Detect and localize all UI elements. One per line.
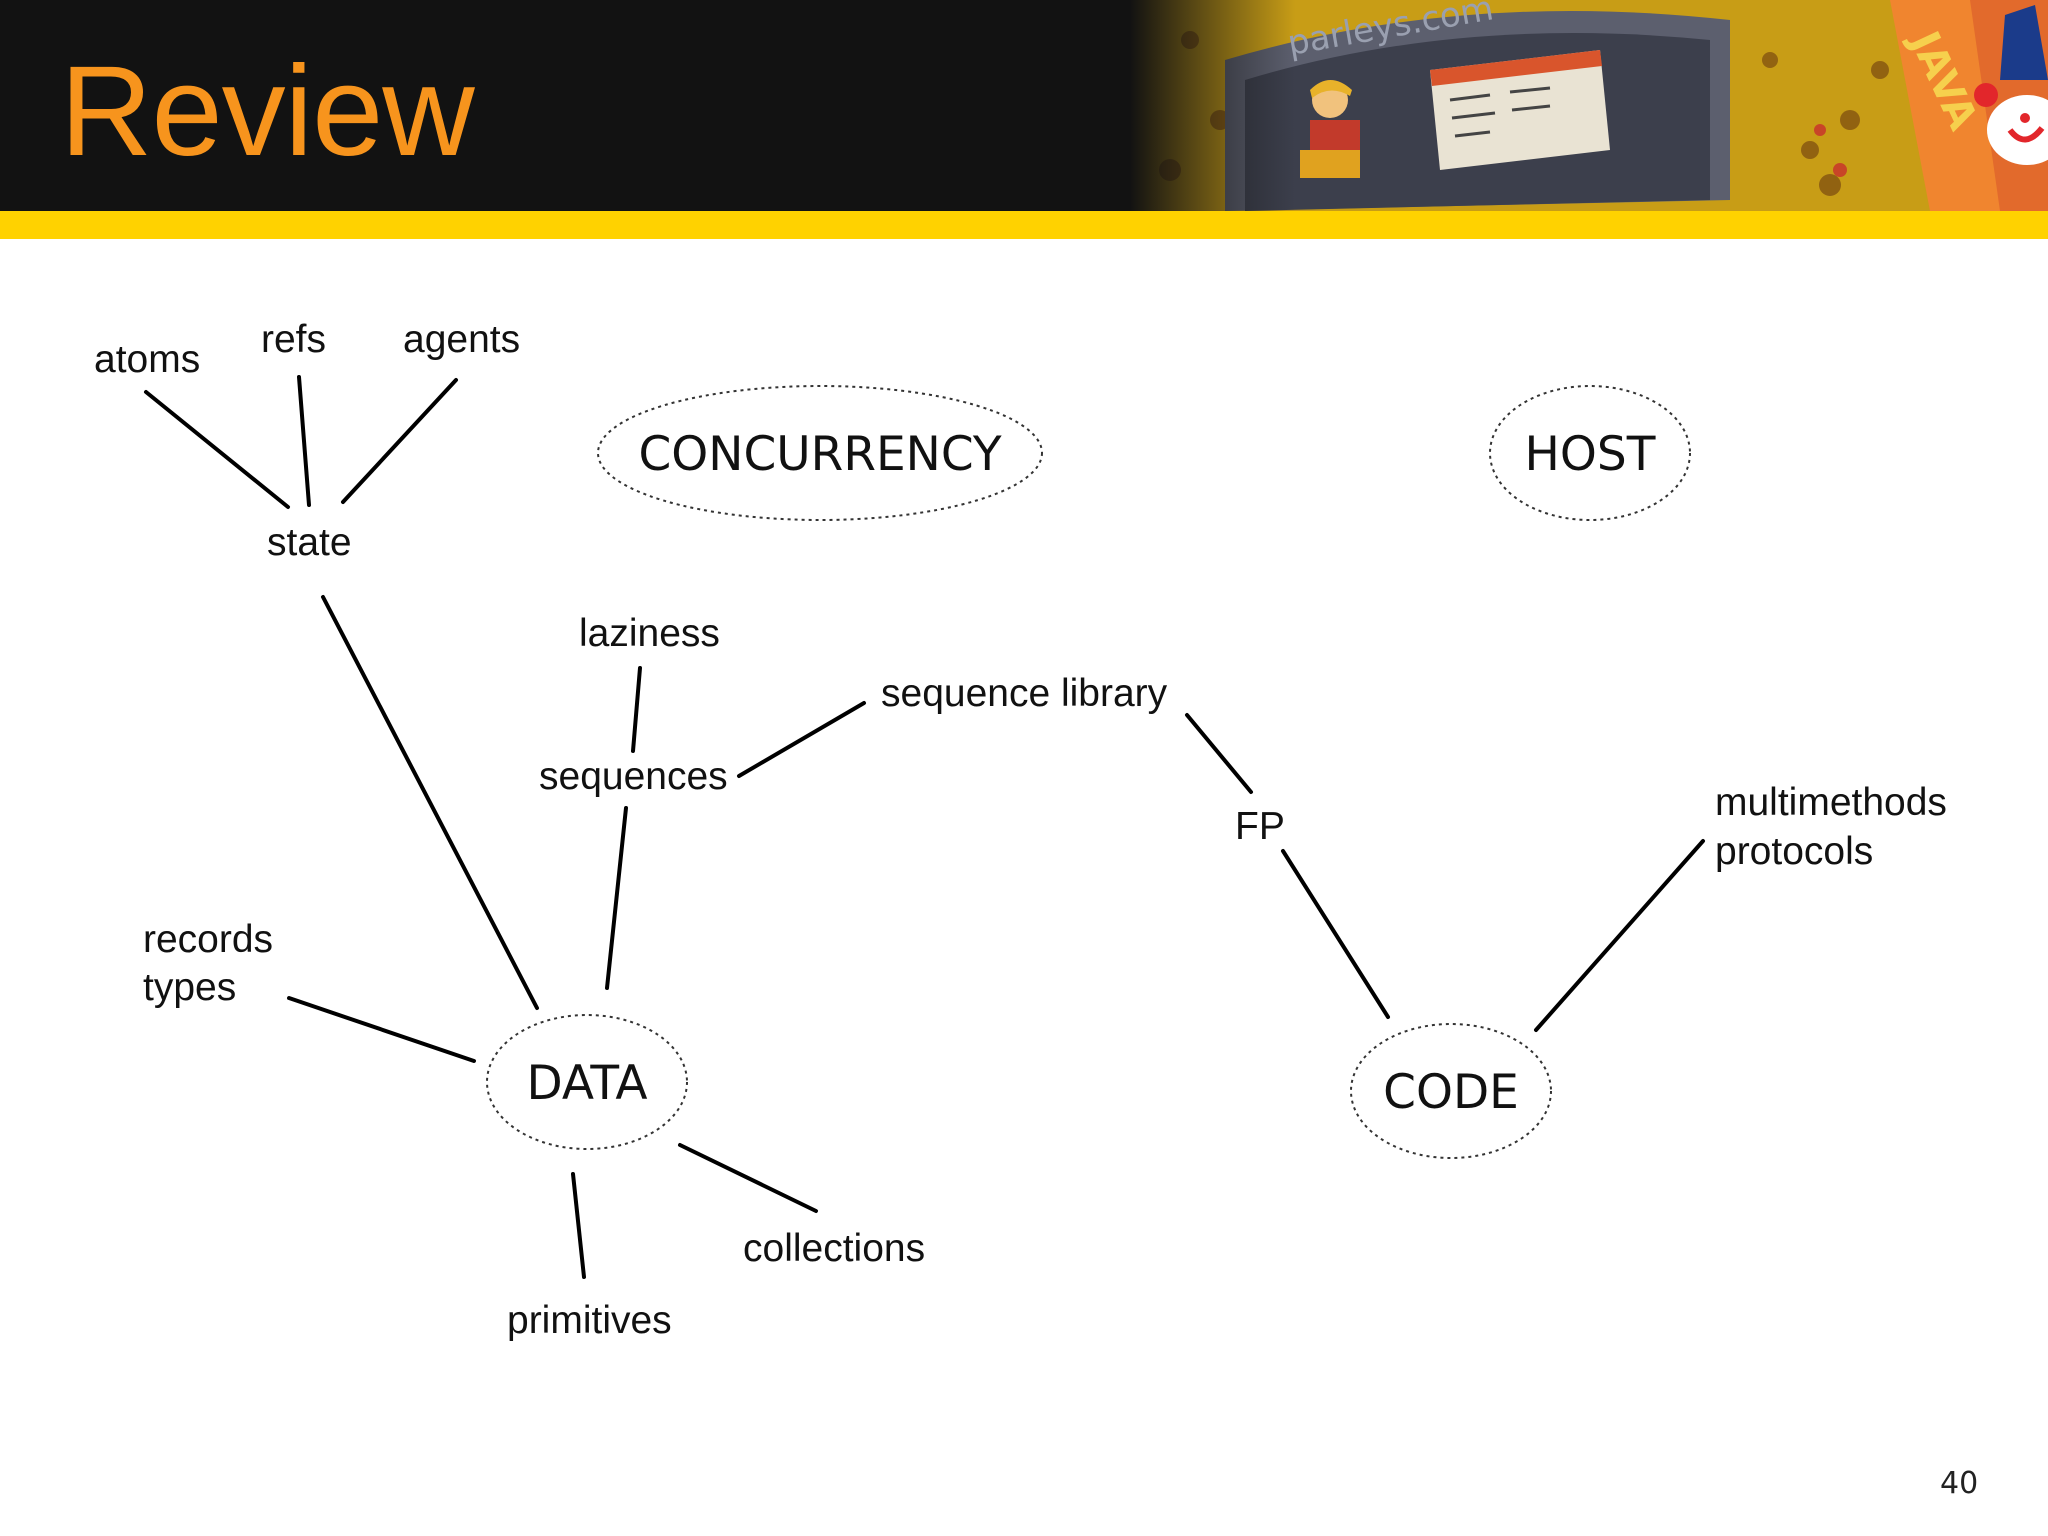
label-state: state <box>267 521 352 564</box>
header-illustration: parleys.com JAVA <box>1130 0 2048 211</box>
edge-code-multimethods <box>1534 839 1705 1032</box>
edge-fp-code <box>1281 849 1390 1019</box>
edge-data-primitives <box>571 1172 586 1279</box>
edge-data-collections <box>678 1143 818 1213</box>
hub-host: HOST <box>1525 427 1656 482</box>
hub-ring-code <box>1350 1023 1552 1159</box>
hub-ring-host <box>1489 385 1691 521</box>
hub-ring-concurrency <box>597 385 1043 521</box>
label-sequences: sequences <box>539 755 728 798</box>
label-types: types <box>143 966 236 1009</box>
edge-atoms-state <box>144 390 290 509</box>
label-laziness: laziness <box>579 612 720 655</box>
edge-refs-state <box>297 375 311 507</box>
label-protocols: protocols <box>1715 830 1873 873</box>
edge-state-data <box>321 595 539 1010</box>
label-primitives: primitives <box>507 1299 672 1342</box>
edge-records-data <box>287 996 476 1063</box>
slide-title: Review <box>60 40 475 183</box>
hub-data: DATA <box>526 1056 647 1111</box>
label-sequence-library: sequence library <box>881 672 1168 715</box>
hub-code: CODE <box>1383 1065 1519 1120</box>
edge-agents-state <box>341 378 458 504</box>
label-refs: refs <box>261 318 326 361</box>
label-collections: collections <box>743 1227 925 1270</box>
label-records: records <box>143 918 273 961</box>
slide-header: Review <box>0 0 2048 211</box>
label-fp: FP <box>1235 805 1285 848</box>
edge-laziness-sequences <box>631 666 642 753</box>
hub-ring-data <box>486 1014 688 1150</box>
edge-sequences-data <box>605 806 628 990</box>
edge-library-fp <box>1185 713 1253 794</box>
hub-concurrency: CONCURRENCY <box>638 427 1001 482</box>
page-number: 40 <box>1940 1466 1979 1501</box>
edge-sequences-library <box>737 701 866 778</box>
label-multimethods: multimethods <box>1715 781 1947 824</box>
accent-band <box>0 211 2048 239</box>
label-agents: agents <box>403 318 520 361</box>
label-atoms: atoms <box>94 338 200 381</box>
